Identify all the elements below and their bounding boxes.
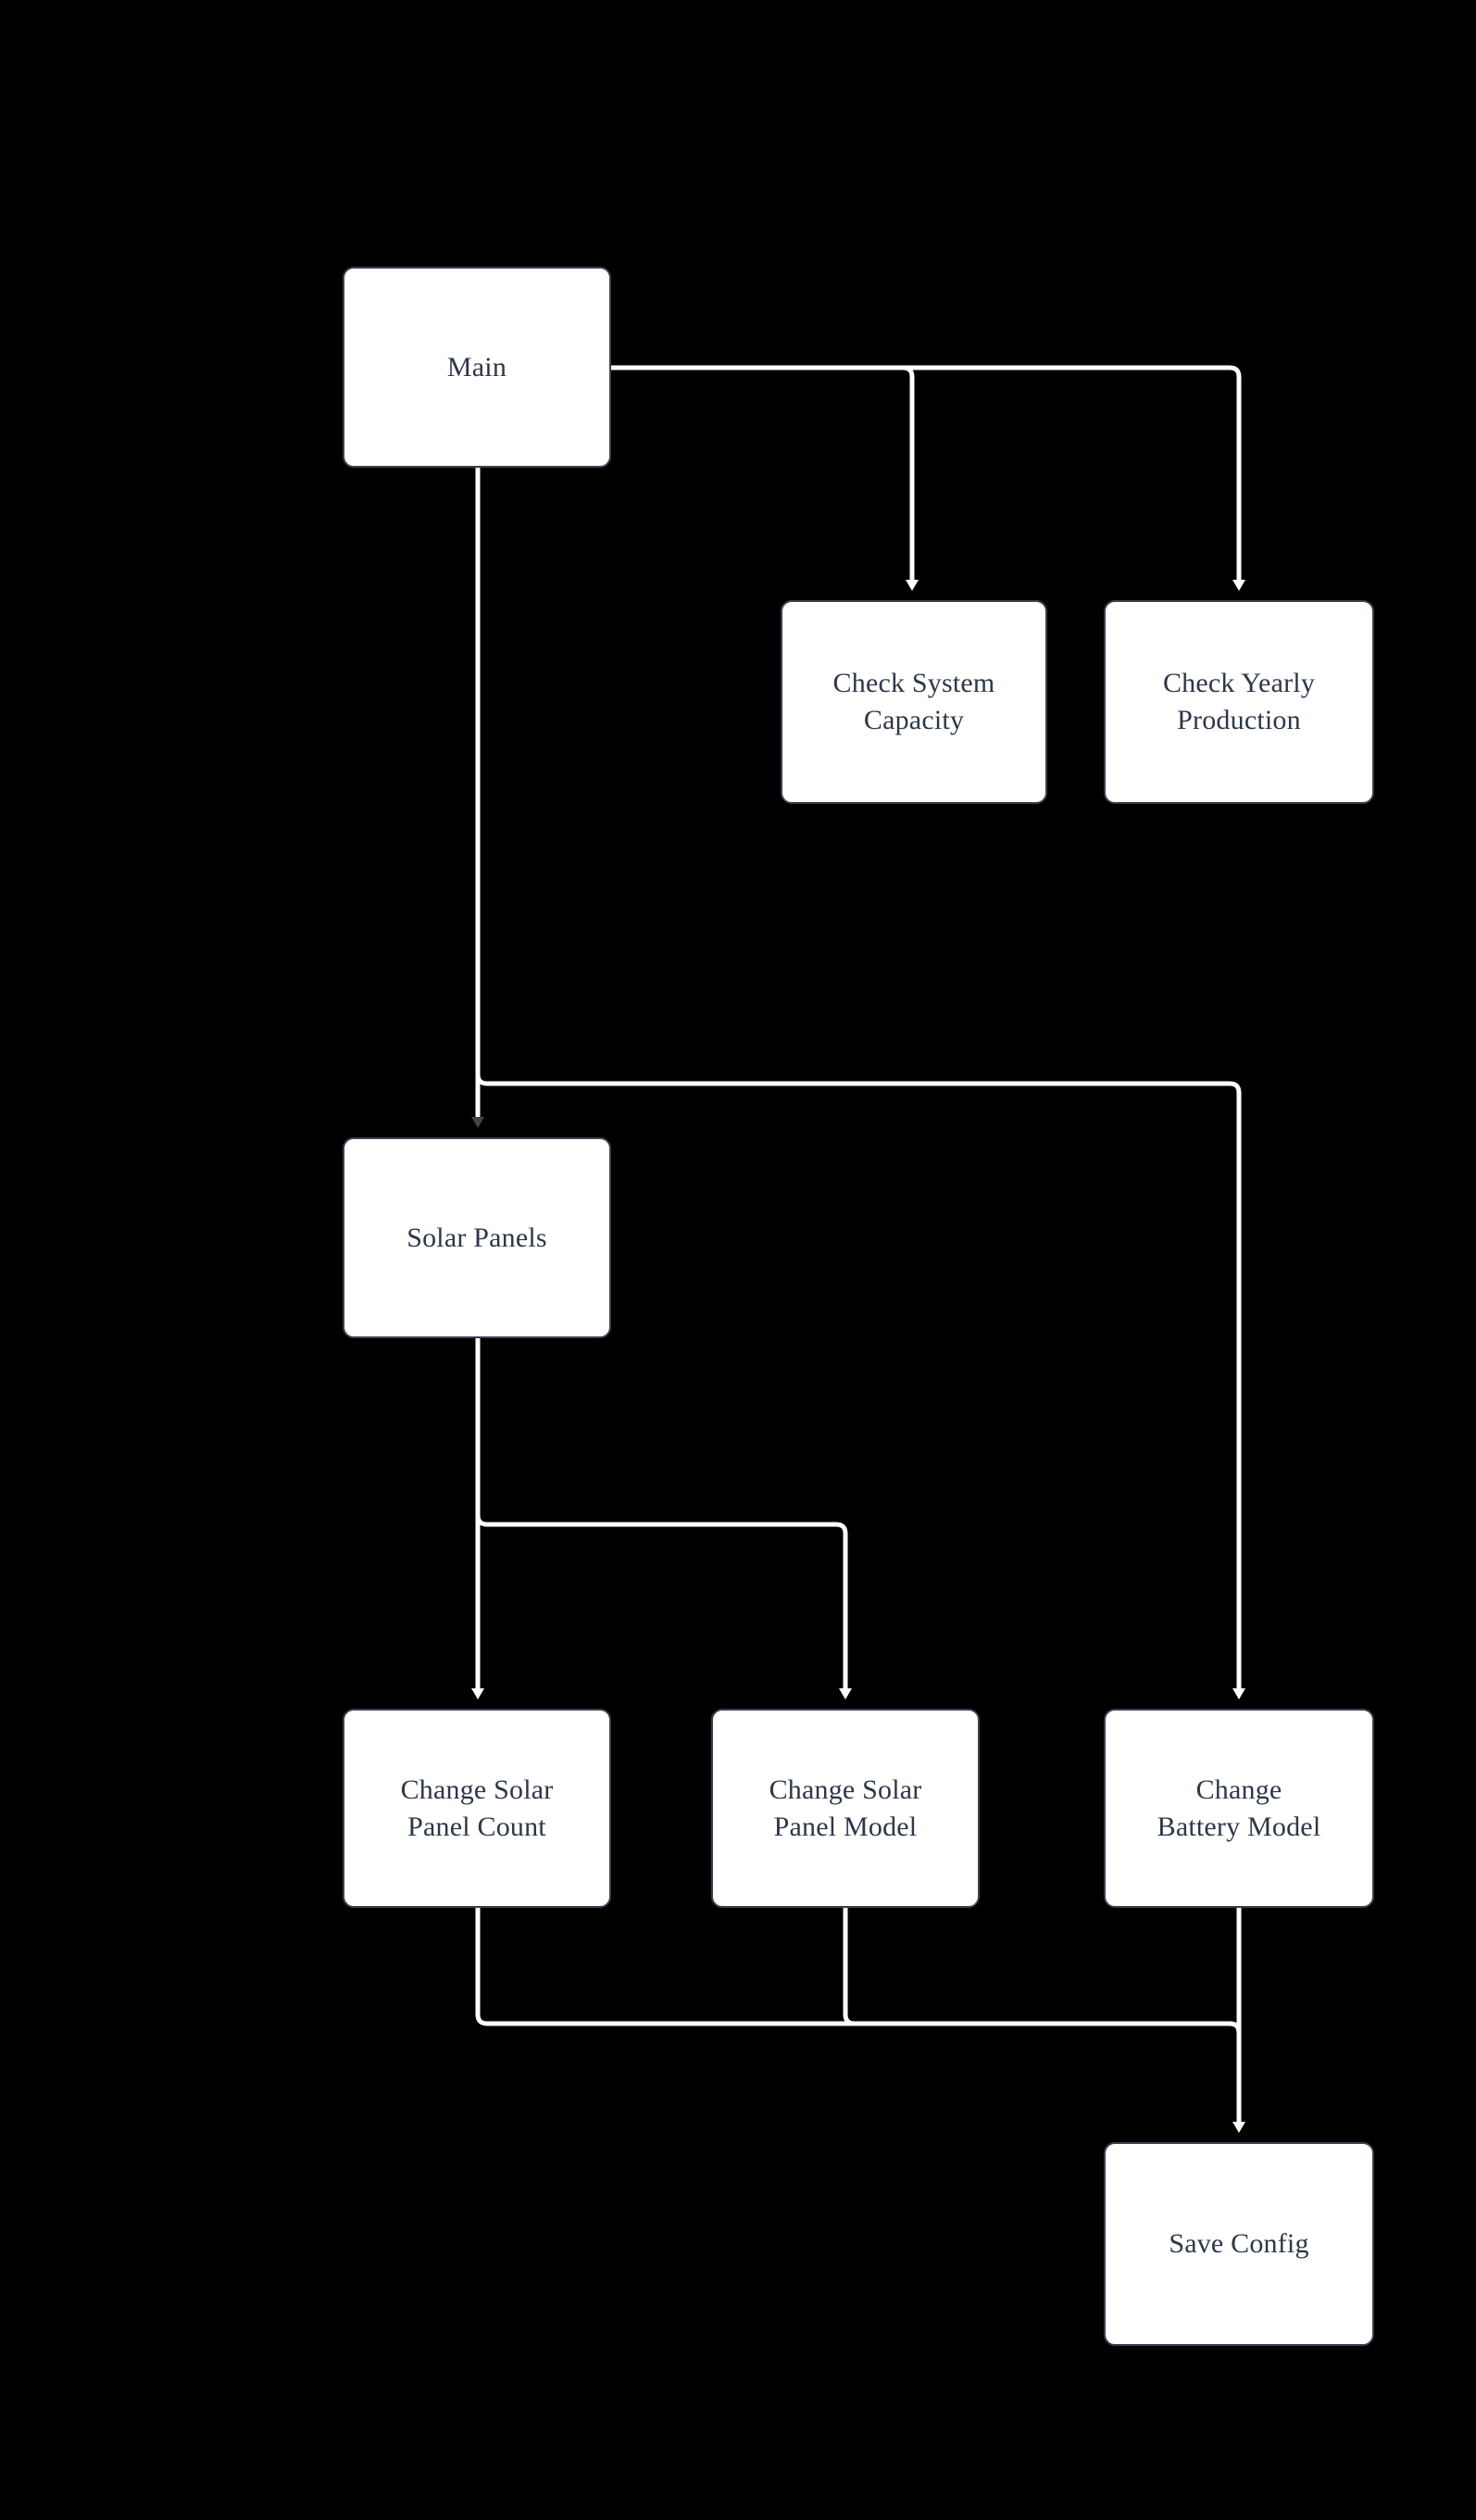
edge-solar-panels-to-change-solar-panel-model [475,1338,852,1699]
node-check-yearly-production-label: Check Yearly Production [1162,668,1316,735]
edge-change-solar-panel-count-to-save-config [475,1908,1245,2133]
node-change-battery-model[interactable]: Change Battery Model [1104,1709,1374,1908]
node-check-system-capacity[interactable]: Check System Capacity [781,600,1047,804]
node-check-yearly-production[interactable]: Check Yearly Production [1104,600,1374,804]
edge-main-to-check-yearly-production [611,365,1245,591]
edge-change-solar-panel-model-to-save-config [843,1908,1242,2124]
node-check-system-capacity-label: Check System Capacity [832,668,995,735]
node-main[interactable]: Main [343,267,611,468]
edge-main-to-check-system-capacity [611,365,919,591]
node-change-solar-panel-count[interactable]: Change Solar Panel Count [343,1709,611,1908]
node-save-config[interactable]: Save Config [1104,2142,1374,2346]
node-solar-panels[interactable]: Solar Panels [343,1137,611,1338]
node-change-solar-panel-count-label: Change Solar Panel Count [400,1774,554,1842]
node-main-label: Main [446,351,507,382]
node-change-solar-panel-model-label: Change Solar Panel Model [769,1774,922,1842]
node-change-solar-panel-model[interactable]: Change Solar Panel Model [711,1709,980,1908]
node-change-battery-model-label: Change Battery Model [1157,1774,1321,1842]
node-save-config-label: Save Config [1169,2228,1309,2260]
node-solar-panels-label: Solar Panels [407,1222,547,1253]
